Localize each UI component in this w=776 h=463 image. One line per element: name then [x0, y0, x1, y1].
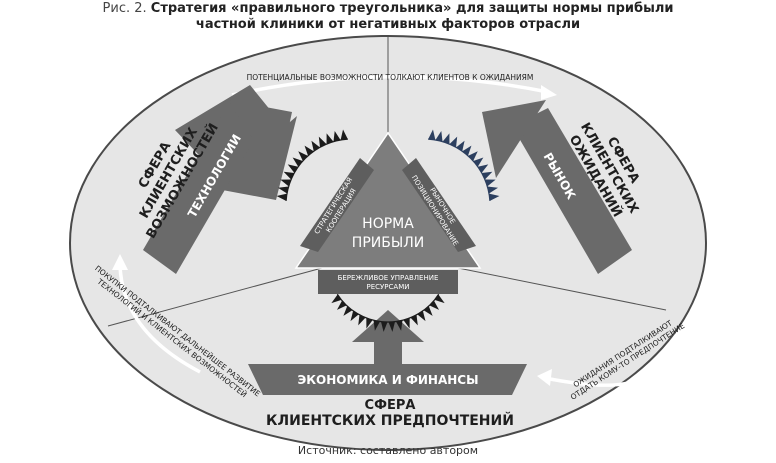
spikes-left-spike: [333, 130, 341, 142]
triangle-bottom-line1: БЕРЕЖЛИВОЕ УПРАВЛЕНИЕ: [338, 274, 439, 282]
spikes-bottom-spike: [403, 317, 410, 329]
spikes-right-spike: [462, 145, 472, 156]
spikes-bottom-arc: [336, 293, 440, 323]
spikes-left-spike: [276, 193, 287, 201]
spikes-bottom-spike: [388, 321, 396, 332]
spikes-bottom-spike: [366, 317, 373, 329]
spikes-left-spike: [311, 140, 320, 152]
source-note: Источник: составлено автором: [297, 444, 479, 457]
economics-arrow-bar: [248, 364, 527, 395]
spikes-right-spike: [456, 140, 465, 152]
spikes-right-spike: [484, 179, 496, 187]
spikes-right-spike: [481, 171, 493, 180]
triangle-center-line2: ПРИБЫЛИ: [352, 235, 424, 251]
spikes-left: [276, 129, 348, 201]
cycle-label-top: ПОТЕНЦИАЛЬНЫЕ ВОЗМОЖНОСТИ ТОЛКАЮТ КЛИЕНТ…: [247, 73, 534, 82]
triangle-left-panel: [300, 158, 374, 252]
economics-arrow-head: [352, 310, 424, 342]
spikes-bottom-spike: [358, 314, 366, 326]
divider-left: [107, 267, 323, 327]
spikes-right-spike: [442, 133, 450, 145]
technologies-arrow-shaft: [143, 108, 262, 274]
spikes-bottom-spike: [429, 300, 440, 310]
spikes-bottom-spike: [423, 306, 433, 316]
spikes-right-spike: [489, 193, 500, 201]
spikes-left-spike: [292, 157, 303, 167]
spikes-bottom-spike: [331, 294, 342, 304]
figure-caption: Рис. 2. Стратегия «правильного треугольн…: [0, 1, 776, 17]
caption-title-line2: частной клиники от негативных факторов о…: [195, 17, 581, 32]
sphere-preferences-line2: КЛИЕНТСКИХ ПРЕДПОЧТЕНИЙ: [266, 412, 514, 429]
spikes-bottom-spike: [373, 320, 381, 331]
spikes-right-spike: [449, 136, 458, 148]
spikes-left-spike: [326, 133, 334, 145]
cycle-arrow-right-head: [537, 369, 552, 386]
spikes-right-spike: [435, 130, 443, 142]
spikes-bottom-spike: [336, 300, 347, 310]
spikes-right-spike: [428, 129, 436, 140]
spikes-left-spike: [304, 145, 314, 156]
sphere-preferences-line1: СФЕРА: [365, 398, 416, 413]
spikes-right: [428, 129, 500, 201]
market-arrow-head: [482, 100, 546, 178]
divider-right: [457, 267, 667, 311]
cycle-arrow-left-head: [112, 254, 128, 270]
triangle-bottom-line2: РЕСУРСАМИ: [367, 283, 410, 291]
spikes-bottom-spike: [343, 306, 353, 316]
triangle-right-panel: [402, 158, 476, 252]
economics-label: ЭКОНОМИКА И ФИНАНСЫ: [297, 373, 478, 387]
triangle-bottom-panel: [318, 270, 458, 294]
spikes-right-spike: [473, 157, 484, 167]
spikes-bottom-spike: [350, 310, 359, 322]
spikes-bottom-spike: [417, 310, 426, 322]
spikes-left-spike: [340, 129, 348, 140]
spikes-bottom-spike: [380, 321, 388, 332]
technologies-arrow-head: [228, 100, 292, 178]
spikes-bottom: [331, 293, 445, 332]
cycle-arrow-top-head: [541, 85, 557, 100]
spikes-bottom-spike: [434, 294, 445, 304]
economics-arrow-shaft: [374, 340, 402, 364]
spikes-right-spike: [487, 186, 499, 194]
spikes-bottom-spike: [410, 314, 418, 326]
spikes-left-spike: [287, 164, 299, 173]
cycle-arrow-right: [544, 370, 650, 387]
spikes-right-spike: [477, 164, 489, 173]
spikes-left-spike: [298, 151, 308, 161]
caption-prefix: Рис. 2.: [102, 1, 147, 16]
caption-title-line1: Стратегия «правильного треугольника» для…: [150, 1, 674, 16]
spikes-left-spike: [280, 179, 292, 187]
market-arrow-shaft: [512, 108, 632, 274]
spikes-left-spike: [318, 136, 327, 148]
spikes-left-spike: [277, 186, 289, 194]
spikes-left-spike: [283, 171, 295, 180]
cycle-arrow-left: [118, 261, 201, 374]
cycle-arrow-top: [231, 75, 549, 97]
spikes-right-spike: [468, 151, 478, 161]
triangle-center-line1: НОРМА: [362, 216, 414, 232]
spikes-bottom-spike: [395, 320, 403, 331]
